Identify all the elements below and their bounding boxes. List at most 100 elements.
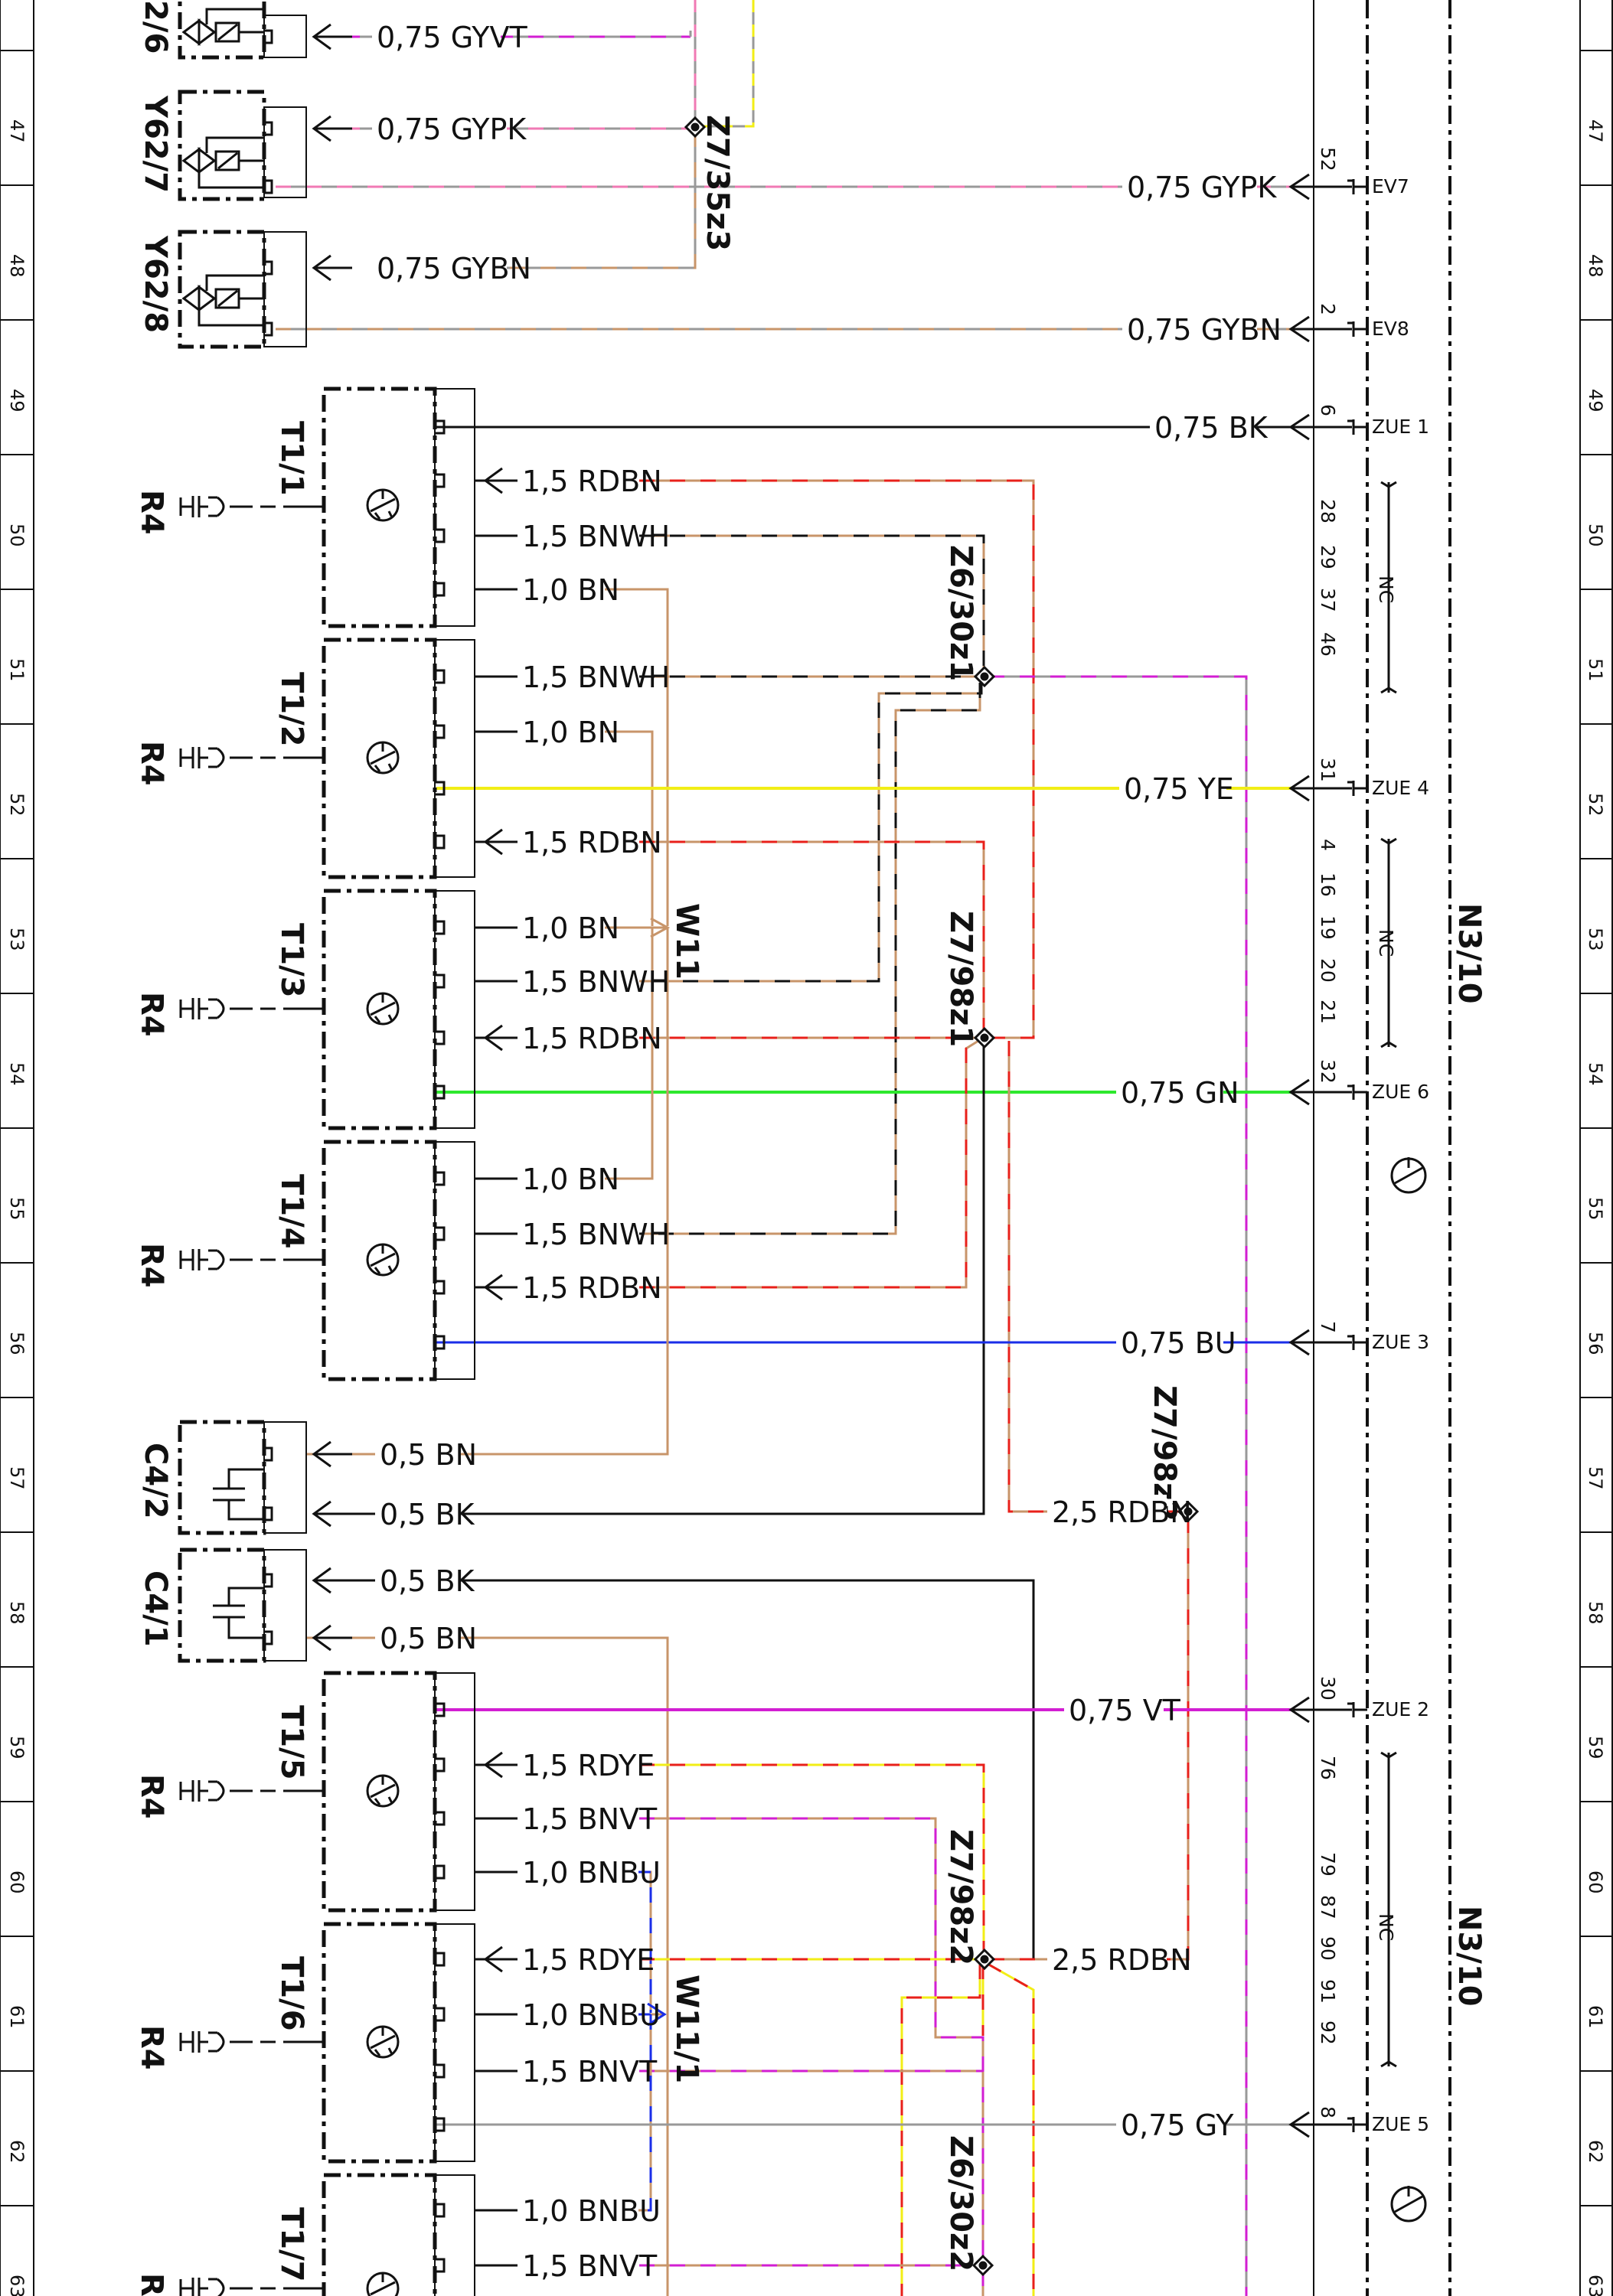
label-c4-2: C4/2 — [138, 1443, 173, 1519]
ecu-pin-tick — [1347, 179, 1367, 194]
wl-rdbn-3: 1,5 RDBN — [518, 1021, 662, 1055]
ecu-pin-tick — [1347, 1084, 1367, 1100]
wl-gn: 0,75 GN — [1116, 1075, 1239, 1110]
label-t1-6: T1/6 — [274, 1956, 309, 2031]
pin-tick — [435, 1084, 446, 1100]
wl-gybn-b: 0,75 GYBN — [1122, 312, 1282, 347]
wire-rdbn-1 — [639, 479, 1035, 1039]
term-nc-2: NC — [1375, 929, 1397, 957]
wire-bn-4 — [605, 928, 654, 1180]
wl-gyvt: 0,75 GYVT — [372, 20, 527, 54]
wl-bnwh-1: 1,5 BNWH — [518, 519, 670, 553]
pin-tick — [435, 582, 446, 597]
label-t1-7: T1/7 — [274, 2207, 309, 2282]
wire-rdye-1 — [639, 1763, 985, 1952]
component-arrow-icon — [312, 1567, 352, 1594]
svg-text:1,5 BNWH: 1,5 BNWH — [522, 520, 670, 553]
wl-rdbn-25a: 2,5 RDBN — [1047, 1495, 1192, 1529]
y62-7-box — [178, 90, 307, 201]
coil-symbol-t1-4 — [366, 1243, 400, 1277]
wl-bnwh-4: 1,5 BNWH — [518, 1217, 670, 1251]
splice-labels: Z7/35z3 Z6/30z1 W11 Z7/98z1 Z7/98z3 Z7/9… — [669, 115, 1182, 2272]
label-r4-3: R4 — [134, 992, 169, 1037]
label-w11-1: W11/1 — [669, 1975, 704, 2083]
spark-plug-symbols — [179, 496, 324, 2296]
component-labels: 2/6 Y62/7 Y62/8 T1/1 T1/2 T1/3 T1/4 C4/2… — [138, 0, 1487, 2282]
wl-bk-075: 0,75 BK — [1150, 410, 1269, 445]
ecu-pin-tick — [1347, 781, 1367, 796]
wire-rdbn-25a — [1164, 1510, 1190, 1961]
wl-gybn-a: 0,75 GYBN — [372, 251, 531, 285]
pin-32: 32 — [1317, 1059, 1339, 1084]
pin-29: 29 — [1317, 545, 1339, 569]
coil-symbol-t1-7 — [366, 2272, 400, 2296]
pin-tick — [435, 1864, 446, 1880]
component-symbols — [181, 8, 1427, 2296]
term-zue4: ZUE 4 — [1372, 777, 1429, 799]
component-arrow-icon — [312, 115, 352, 142]
pin-tick — [435, 2007, 446, 2022]
row-number-left: 55 — [6, 1197, 28, 1221]
wl-bn-3: 1,0 BN — [518, 911, 619, 945]
row-number-left: 48 — [6, 254, 28, 278]
svg-text:1,5 BNWH: 1,5 BNWH — [522, 660, 670, 694]
t1-7-box — [322, 2173, 475, 2296]
svg-text:1,5 RDBN: 1,5 RDBN — [522, 1022, 662, 1055]
row-number-left: 58 — [6, 1601, 28, 1625]
coil-arrow-icon — [475, 1945, 518, 1973]
pin-tick — [435, 1952, 446, 1967]
row-number-left: 60 — [6, 1870, 28, 1894]
component-arrow-icon — [312, 23, 352, 51]
coil-symbol-t1-6 — [366, 2025, 400, 2059]
svg-text:1,0 BN: 1,0 BN — [522, 1163, 619, 1196]
row-number-right: 51 — [1585, 658, 1606, 682]
splice-z7-35z3 — [684, 116, 707, 139]
row-number-right: 47 — [1585, 119, 1606, 143]
wl-bk-05b: 0,5 BK — [375, 1564, 475, 1598]
label-y62-8: Y62/8 — [138, 235, 173, 333]
pin-tick — [435, 781, 446, 796]
svg-text:0,75 GYBN: 0,75 GYBN — [1127, 313, 1282, 347]
wl-bn-05b: 0,5 BN — [375, 1621, 477, 1655]
row-number-left: 50 — [6, 523, 28, 547]
svg-text:1,0 BN: 1,0 BN — [522, 912, 619, 945]
wire-z7-98z1-down — [1007, 1041, 1049, 1513]
wire-rdbn-4 — [639, 1039, 979, 1289]
pin-tick — [264, 1630, 273, 1645]
pin-tick — [435, 1811, 446, 1826]
pin-tick — [435, 920, 446, 935]
label-r4-2: R4 — [134, 741, 169, 786]
splice-z7-98z3 — [1177, 1500, 1200, 1523]
wl-bnwh-3: 1,5 BNWH — [518, 964, 670, 999]
row-number-right: 52 — [1585, 793, 1606, 817]
coil-arrow-icon — [475, 1274, 518, 1301]
row-number-left: 49 — [6, 389, 28, 413]
splice-z6-30z2 — [971, 2254, 994, 2277]
ecu-arrow-icon — [1288, 1078, 1352, 1106]
svg-text:1,0 BN: 1,0 BN — [522, 716, 619, 749]
y62-6-box — [178, 0, 307, 60]
splice-z7-98z2 — [973, 1948, 996, 1971]
row-number-right: 61 — [1585, 2005, 1606, 2029]
pin-tick — [264, 179, 273, 194]
pin-tick — [435, 1757, 446, 1773]
svg-text:1,5 BNVT: 1,5 BNVT — [522, 2249, 658, 2283]
pin-tick — [264, 321, 273, 337]
row-number-left: 54 — [6, 1062, 28, 1086]
row-number-right: 50 — [1585, 523, 1606, 547]
pin-4: 4 — [1317, 839, 1339, 851]
term-nc-3: NC — [1375, 1913, 1397, 1941]
label-z7-98z2: Z7/98z2 — [943, 1829, 978, 1965]
n3-10-symbol-1 — [1390, 1157, 1427, 1194]
svg-text:0,5 BK: 0,5 BK — [380, 1498, 475, 1531]
pin-16: 16 — [1317, 872, 1339, 897]
spark-plug-icon — [179, 1780, 324, 1802]
pin-tick — [435, 1030, 446, 1045]
coil-arrow-icon — [475, 828, 518, 856]
row-number-right: 59 — [1585, 1736, 1606, 1760]
term-zue6: ZUE 6 — [1372, 1081, 1429, 1103]
coil-arrow-icon — [475, 1024, 518, 1052]
row-number-right: 63 — [1585, 2275, 1606, 2296]
